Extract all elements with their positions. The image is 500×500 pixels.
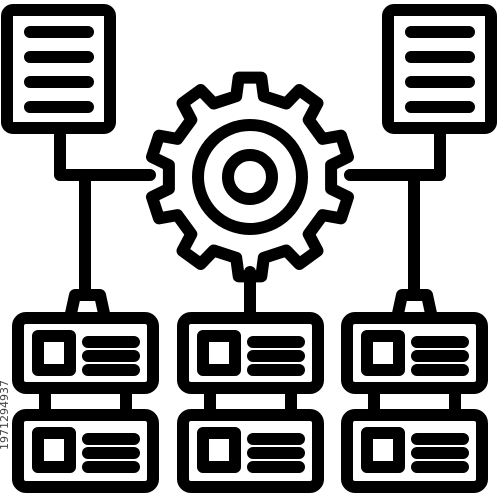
server-left <box>12 289 159 493</box>
gear-icon <box>146 71 354 283</box>
document-icon <box>382 4 497 134</box>
document-icon <box>1 4 116 134</box>
server-middle <box>177 312 324 493</box>
watermark-text: 1971294937 <box>0 380 11 450</box>
server-right <box>341 289 488 493</box>
